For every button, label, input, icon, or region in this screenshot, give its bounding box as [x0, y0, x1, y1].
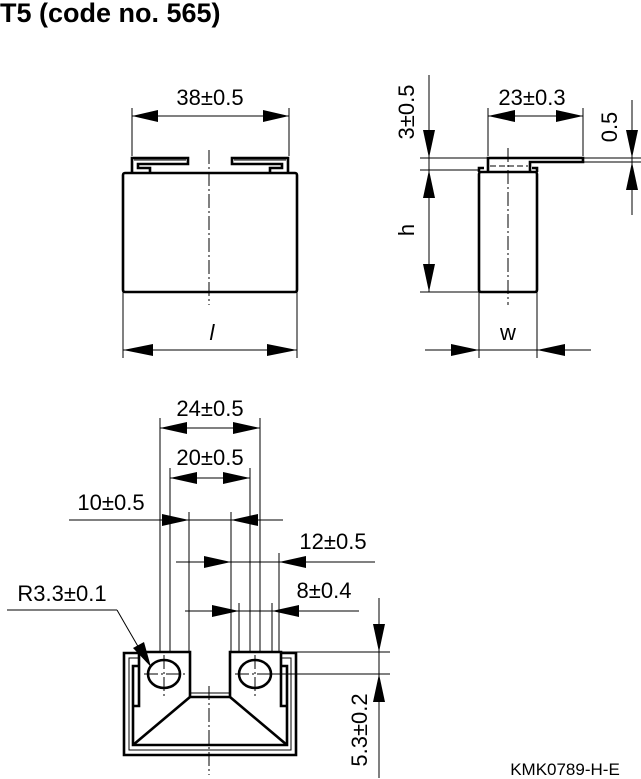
capacitor-body-front — [121, 171, 299, 294]
dim-38: 38±0.5 — [176, 85, 243, 110]
lead-right — [230, 156, 290, 173]
pad-left — [137, 650, 192, 697]
side-view — [420, 75, 641, 358]
dim-10: 10±0.5 — [77, 490, 144, 515]
dim-width-label: w — [499, 320, 516, 345]
dim-23: 23±0.3 — [498, 85, 565, 110]
lead-side — [486, 156, 585, 172]
dim-radius: R3.3±0.1 — [17, 581, 106, 606]
bottom-view — [7, 418, 390, 778]
drawing-title: T5 (code no. 565) — [0, 0, 221, 28]
dim-8: 8±0.4 — [297, 578, 352, 603]
dim-20: 20±0.5 — [176, 445, 243, 470]
drawing-code: KMK0789-H-E — [510, 760, 620, 779]
dim-0-5: 0.5 — [597, 112, 622, 143]
front-view — [121, 108, 299, 358]
lead-left — [130, 156, 190, 173]
housing-outer — [122, 651, 298, 757]
dim-height-label: h — [394, 224, 419, 236]
dim-5-3: 5.3±0.2 — [347, 693, 372, 766]
dim-12: 12±0.5 — [299, 529, 366, 554]
dim-length-label: l — [210, 320, 216, 345]
dim-24: 24±0.5 — [176, 396, 243, 421]
pad-right — [228, 650, 283, 697]
dim-3: 3±0.5 — [394, 85, 419, 140]
